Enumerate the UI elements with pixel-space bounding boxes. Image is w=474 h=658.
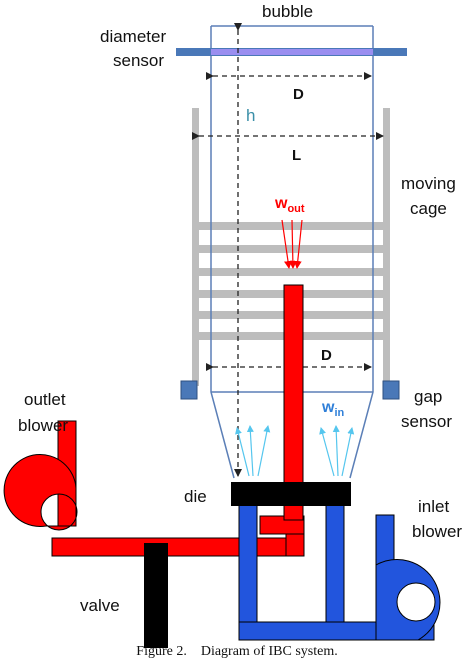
inlet-blower-label-1: inlet bbox=[418, 497, 449, 516]
moving-cage-label-2: cage bbox=[410, 199, 447, 218]
dimension-lines bbox=[192, 23, 384, 477]
cage-bar bbox=[196, 222, 386, 230]
outlet-blower-housing bbox=[3, 453, 78, 531]
inlet-left-pipe bbox=[238, 504, 258, 641]
dim-D-top-label: D bbox=[293, 86, 304, 103]
die bbox=[231, 482, 351, 506]
gap-sensor-label-1: gap bbox=[414, 387, 442, 406]
w-in-label: win bbox=[321, 399, 345, 419]
inlet-blower-label-2: blower bbox=[412, 522, 462, 541]
valve bbox=[144, 543, 168, 648]
moving-cage-label-1: moving bbox=[401, 174, 456, 193]
w-in-arrows bbox=[235, 425, 355, 477]
dim-L-label: L bbox=[292, 147, 301, 164]
inlet-circuit bbox=[238, 504, 441, 641]
outlet-blower-label-1: outlet bbox=[24, 390, 66, 409]
inlet-right-pipe bbox=[325, 504, 345, 641]
cage-left-rail bbox=[192, 108, 199, 386]
inlet-blower-housing bbox=[375, 559, 441, 641]
cage-bar bbox=[196, 245, 386, 253]
w-out-arrows bbox=[281, 219, 303, 269]
outlet-pipe-inner bbox=[283, 284, 304, 521]
diameter-sensor-highlight bbox=[211, 49, 373, 55]
dim-h-label: h bbox=[246, 106, 255, 125]
bubble-label: bubble bbox=[262, 2, 313, 21]
diameter-sensor-label-2: sensor bbox=[113, 51, 164, 70]
diameter-sensor-label-1: diameter bbox=[100, 27, 166, 46]
outlet-blower-label-2: blower bbox=[18, 416, 68, 435]
w-out-label: wout bbox=[274, 195, 305, 215]
cage-right-rail bbox=[383, 108, 390, 386]
gap-sensor-left bbox=[180, 380, 198, 400]
valve-label: valve bbox=[80, 596, 120, 615]
gap-sensor-label-2: sensor bbox=[401, 412, 452, 431]
die-label: die bbox=[184, 487, 207, 506]
gap-sensor-right bbox=[382, 380, 400, 400]
cage-bar bbox=[196, 268, 386, 276]
figure-caption: Figure 2. Diagram of IBC system. bbox=[136, 644, 337, 658]
dim-D-lower-label: D bbox=[321, 347, 332, 364]
outlet-pipe-horizontal bbox=[51, 537, 305, 557]
